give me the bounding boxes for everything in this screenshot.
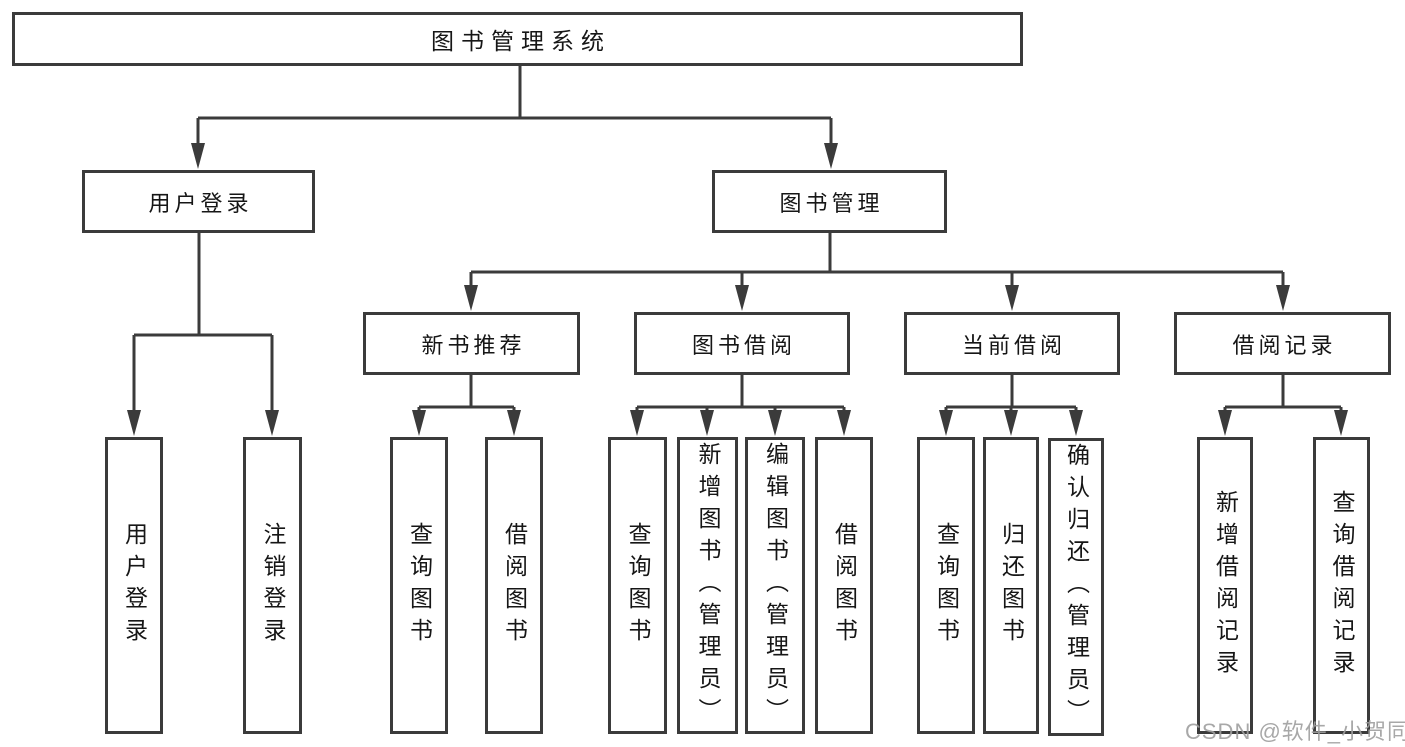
leaf-label: 查询图书 xyxy=(625,521,651,650)
node-new-book-recommend: 新书推荐 xyxy=(363,312,580,375)
node-library-system: 图书管理系统 xyxy=(12,12,1023,66)
leaf-label: 新增借阅记录 xyxy=(1212,489,1239,682)
leaf-confirm-return-admin: 确认归还（管理员） xyxy=(1048,438,1104,736)
leaf-label: 查询图书 xyxy=(933,521,960,650)
node-current-borrow: 当前借阅 xyxy=(904,312,1120,375)
watermark: CSDN @软件_小贺同学 xyxy=(1185,719,1405,744)
leaf-label: 归还图书 xyxy=(998,521,1025,650)
leaf-label: 编辑图书（管理员） xyxy=(762,441,789,730)
leaf-return-books: 归还图书 xyxy=(983,437,1039,734)
leaf-query-borrow-record: 查询借阅记录 xyxy=(1313,437,1370,734)
leaf-label: 查询图书 xyxy=(406,521,433,650)
leaf-label: 借阅图书 xyxy=(831,521,858,650)
leaf-recommend-query-books: 查询图书 xyxy=(390,437,448,734)
leaf-user-login: 用户登录 xyxy=(105,437,163,734)
node-user-login: 用户登录 xyxy=(82,170,315,233)
leaf-recommend-borrow-books: 借阅图书 xyxy=(485,437,543,734)
leaf-add-borrow-record: 新增借阅记录 xyxy=(1197,437,1253,734)
node-book-borrow: 图书借阅 xyxy=(634,312,850,375)
leaf-borrow-books: 借阅图书 xyxy=(815,437,873,734)
leaf-current-query-books: 查询图书 xyxy=(917,437,975,734)
leaf-label: 新增图书（管理员） xyxy=(695,441,721,730)
leaf-add-books-admin: 新增图书（管理员） xyxy=(677,437,738,734)
leaf-label: 注销登录 xyxy=(260,521,286,650)
leaf-label: 借阅图书 xyxy=(501,521,528,650)
node-borrow-record: 借阅记录 xyxy=(1174,312,1391,375)
leaf-label: 用户登录 xyxy=(121,521,148,650)
node-book-management: 图书管理 xyxy=(712,170,947,233)
leaf-label: 查询借阅记录 xyxy=(1329,489,1355,682)
leaf-borrow-query-books: 查询图书 xyxy=(608,437,667,734)
leaf-edit-books-admin: 编辑图书（管理员） xyxy=(745,437,805,734)
leaf-label: 确认归还（管理员） xyxy=(1063,443,1090,731)
leaf-logout: 注销登录 xyxy=(243,437,302,734)
